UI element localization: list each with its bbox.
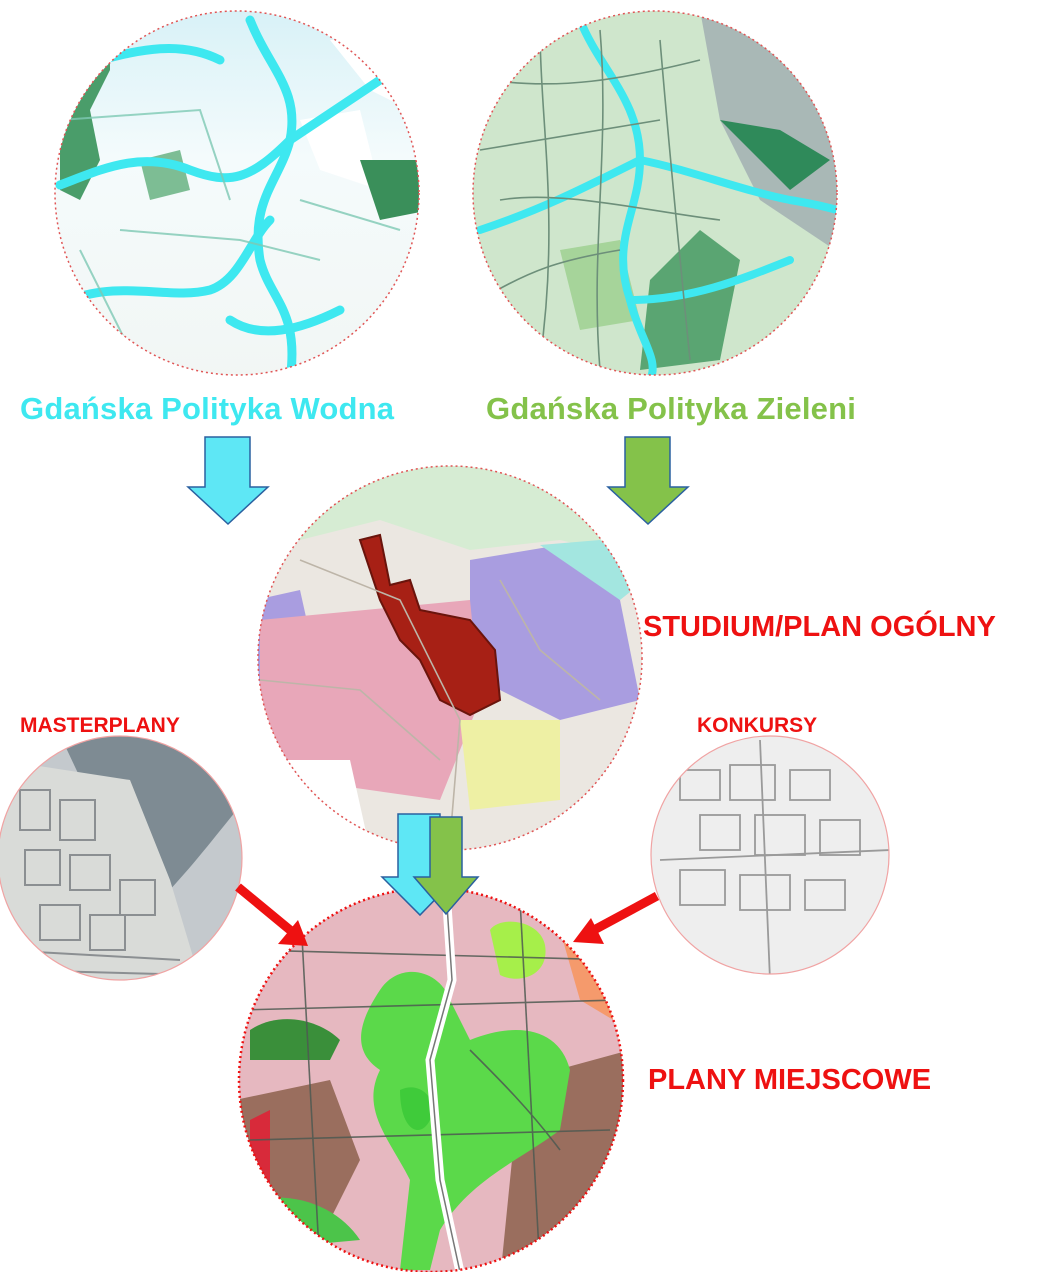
water-policy-label: Gdańska Polityka Wodna — [20, 393, 394, 424]
masterplan-arrow — [238, 887, 308, 946]
local-plans-label: PLANY MIEJSCOWE — [648, 1066, 931, 1095]
competition-arrow — [573, 896, 657, 944]
masterplans-label: MASTERPLANY — [20, 715, 180, 736]
water-policy-map — [50, 5, 430, 385]
green-policy-label: Gdańska Polityka Zieleni — [486, 393, 856, 424]
study-map — [255, 460, 645, 850]
water-arrow — [188, 437, 268, 524]
study-label: STUDIUM/PLAN OGÓLNY — [643, 613, 996, 642]
competitions-label: KONKURSY — [697, 715, 817, 736]
green-policy-map — [470, 5, 850, 385]
masterplan-map — [0, 735, 245, 980]
green-arrow — [608, 437, 688, 524]
competition-map — [650, 735, 890, 980]
